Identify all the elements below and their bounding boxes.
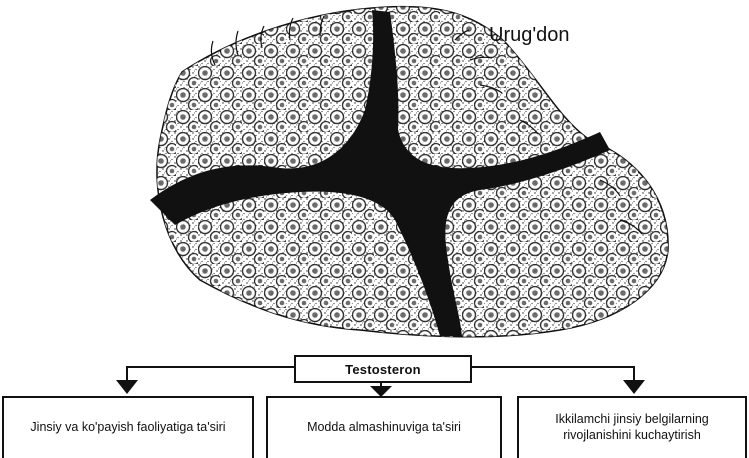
effect-label: Jinsiy va ko'payish faoliyatiga ta'siri [30,419,225,435]
hormone-box: Testosteron [294,355,472,383]
effect-box-secondary-traits: Ikkilamchi jinsiy belgilarning rivojlani… [517,396,747,458]
effect-box-metabolism: Modda almashinuviga ta'siri [266,396,502,458]
effect-box-reproductive: Jinsiy va ko'payish faoliyatiga ta'siri [2,396,254,458]
diagram-title: Urug'don [489,24,570,47]
effect-label: Modda almashinuviga ta'siri [307,419,461,435]
hormone-label: Testosteron [345,362,421,377]
effect-label: Ikkilamchi jinsiy belgilarning rivojlani… [525,411,739,443]
